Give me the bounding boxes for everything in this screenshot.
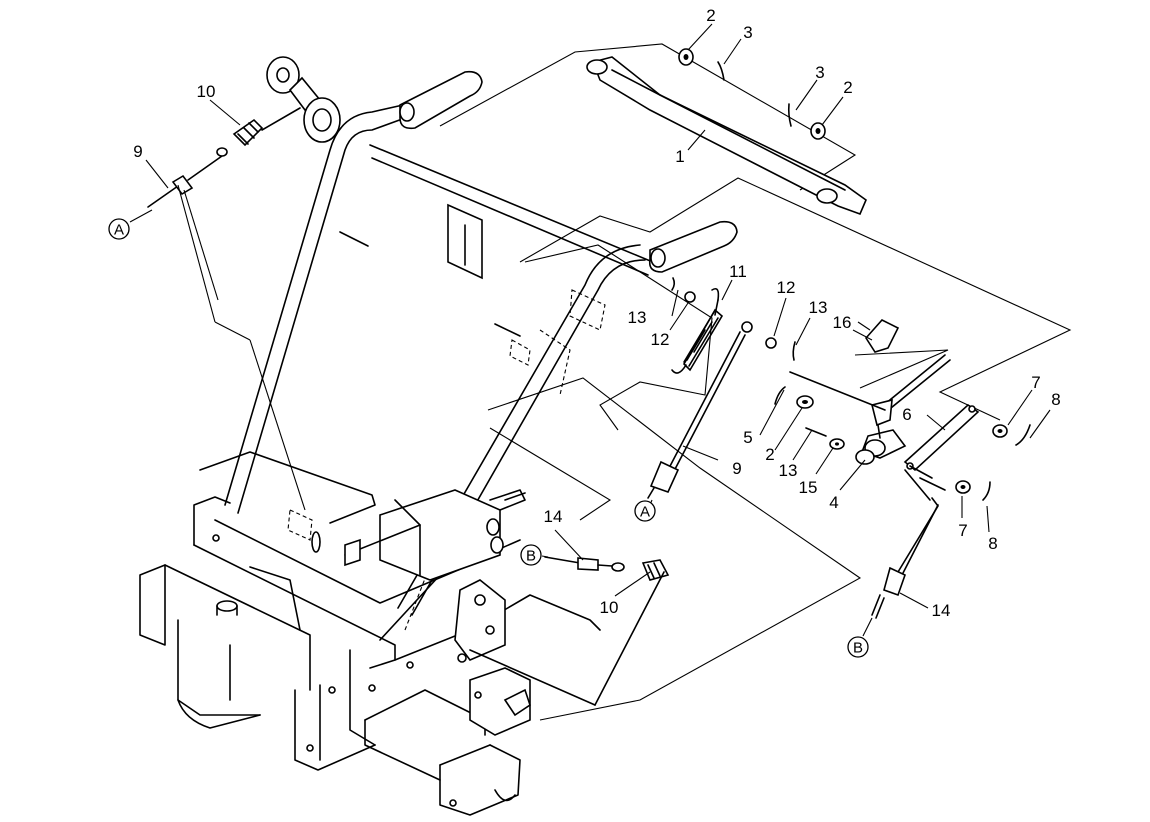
callout-5: 5 [743,428,752,447]
svg-text:A: A [114,222,124,239]
chassis [139,451,601,816]
svg-text:B: B [853,640,863,657]
callout-12: 12 [777,278,796,297]
callout-7: 7 [958,521,967,540]
connector-B-left: B [520,544,549,566]
connector-B-right: B [847,617,873,658]
callout-15: 15 [799,478,818,497]
control-bar-group [439,23,867,216]
callout-8: 8 [1051,390,1060,409]
callout-12: 12 [651,330,670,349]
lower-cable [469,529,670,706]
lever-linkage [759,319,1051,619]
handle-frame [224,70,738,631]
callout-labels: 2 3 3 2 1 10 9 11 12 13 12 13 16 7 8 6 5… [133,6,1060,620]
callout-3: 3 [815,63,824,82]
callout-10: 10 [600,598,619,617]
callout-7: 7 [1031,373,1040,392]
callout-9: 9 [133,142,142,161]
callout-3: 3 [743,23,752,42]
callout-2: 2 [765,445,774,464]
connector-A-lower: A [634,499,656,522]
svg-text:A: A [640,504,650,521]
callout-10: 10 [197,82,216,101]
connector-A-top: A [108,209,153,240]
callout-1: 1 [675,147,684,166]
lever-assembly-outline [487,177,1072,721]
svg-text:B: B [526,548,536,565]
callout-13: 13 [628,308,647,327]
callout-6: 6 [902,405,911,424]
callout-16: 16 [833,313,852,332]
callout-13: 13 [779,461,798,480]
callout-11: 11 [729,262,747,281]
callout-4: 4 [829,493,838,512]
callout-9: 9 [732,459,741,478]
spring-and-rod [647,277,811,499]
callout-8: 8 [988,534,997,553]
left-cable [145,56,341,511]
callout-14: 14 [932,601,951,620]
callout-13: 13 [809,298,828,317]
callout-14: 14 [544,507,563,526]
callout-2: 2 [843,78,852,97]
callout-2: 2 [706,6,715,25]
